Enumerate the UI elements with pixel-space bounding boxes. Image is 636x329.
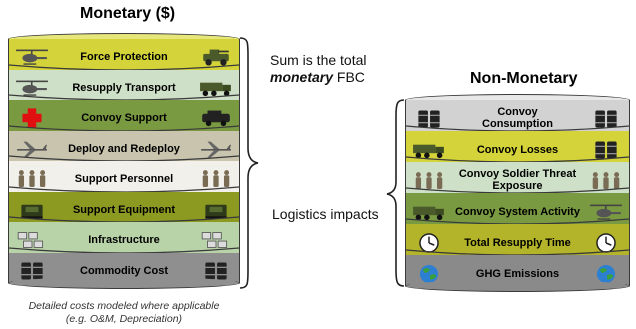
monetary-layer-label: Support Personnel xyxy=(74,173,174,186)
barrier-icon xyxy=(199,229,233,256)
helicopter-icon xyxy=(15,46,49,73)
footnote-line2: (e.g. O&M, Depreciation) xyxy=(65,313,183,325)
non-monetary-layer-label: GHG Emissions xyxy=(475,267,560,280)
annotation-line1: Sum is the total xyxy=(270,52,367,68)
helicopter-icon xyxy=(15,77,49,104)
monetary-layer-label: Commodity Cost xyxy=(80,264,168,277)
clock-icon xyxy=(589,232,623,259)
red-cross-icon xyxy=(15,107,49,134)
helicopter-icon xyxy=(589,201,623,228)
non-monetary-brace xyxy=(386,99,405,287)
aircraft-icon xyxy=(199,138,233,165)
non-monetary-layer-divider xyxy=(405,249,630,256)
monetary-layer-label: Force Protection xyxy=(80,51,168,64)
truck-icon xyxy=(412,139,446,166)
footnote-line1: Detailed costs modeled where applicable xyxy=(28,300,220,312)
fuel-drums-icon xyxy=(199,260,233,287)
annotation-rest: FBC xyxy=(333,69,365,85)
non-monetary-bottom-cap xyxy=(405,280,630,292)
fuel-drums-icon xyxy=(412,108,446,135)
non-monetary-layer: Convoy Losses xyxy=(405,131,630,163)
barrier-icon xyxy=(15,229,49,256)
fuel-drums-icon xyxy=(589,108,623,135)
label-line1: Convoy xyxy=(497,105,538,118)
label-line2: Exposure xyxy=(492,179,543,192)
soldiers-icon xyxy=(412,170,446,197)
generator-icon xyxy=(15,199,49,226)
monetary-title: Monetary ($) xyxy=(80,5,176,22)
armored-vehicle-icon xyxy=(199,46,233,73)
non-monetary-annotation: Logistics impacts xyxy=(272,206,379,222)
non-monetary-layer-label: Convoy System Activity xyxy=(455,205,580,218)
monetary-brace xyxy=(239,37,259,289)
monetary-layer: Deploy and Redeploy xyxy=(8,130,240,165)
soldiers-icon xyxy=(15,168,49,195)
annotation-bold: monetary xyxy=(270,69,334,85)
truck-icon xyxy=(199,77,233,104)
monetary-bottom-cap xyxy=(8,277,240,289)
footnote: Detailed costs modeled where applicable … xyxy=(0,300,248,326)
label-line2: Consumption xyxy=(482,117,553,130)
non-monetary-layer-label: Total Resupply Time xyxy=(464,236,571,249)
fuel-drums-icon xyxy=(589,139,623,166)
non-monetary-layer-label: Convoy Losses xyxy=(476,143,559,156)
vehicle-icon xyxy=(199,107,233,134)
fuel-drums-icon xyxy=(15,260,49,287)
soldiers-icon xyxy=(199,168,233,195)
non-monetary-title: Non-Monetary xyxy=(470,70,578,87)
monetary-layer: Infrastructure xyxy=(8,222,240,254)
non-monetary-layer-divider xyxy=(405,156,630,163)
soldiers-icon xyxy=(589,170,623,197)
monetary-layer-label: Infrastructure xyxy=(88,234,160,247)
globe-icon xyxy=(412,263,446,290)
non-monetary-layer: Convoy System Activity xyxy=(405,193,630,225)
non-monetary-layer-divider xyxy=(405,125,630,132)
globe-icon xyxy=(589,263,623,290)
monetary-layer: Resupply Transport xyxy=(8,69,240,104)
non-monetary-layer: Total Resupply Time xyxy=(405,224,630,256)
monetary-layer: Force Protection xyxy=(8,39,240,71)
monetary-layer-label: Resupply Transport xyxy=(72,81,176,94)
aircraft-icon xyxy=(15,138,49,165)
monetary-annotation: Sum is the total monetary FBC xyxy=(270,52,367,86)
monetary-layer-label: Convoy Support xyxy=(81,112,167,125)
annotation-line2: monetary FBC xyxy=(270,69,367,86)
generator-icon xyxy=(199,199,233,226)
monetary-layer: Support Equipment xyxy=(8,191,240,226)
label-line1: Convoy Soldier Threat xyxy=(458,167,577,180)
truck-icon xyxy=(412,201,446,228)
monetary-layer: Support Personnel xyxy=(8,161,240,193)
monetary-stack: Force Protection Resupply Transport Conv… xyxy=(8,33,240,291)
non-monetary-layer-divider xyxy=(405,187,630,194)
monetary-layer-label: Support Equipment xyxy=(72,203,176,216)
monetary-layer-label: Deploy and Redeploy xyxy=(68,142,180,155)
monetary-layer: Convoy Support xyxy=(8,100,240,132)
non-monetary-layer-divider xyxy=(405,218,630,225)
